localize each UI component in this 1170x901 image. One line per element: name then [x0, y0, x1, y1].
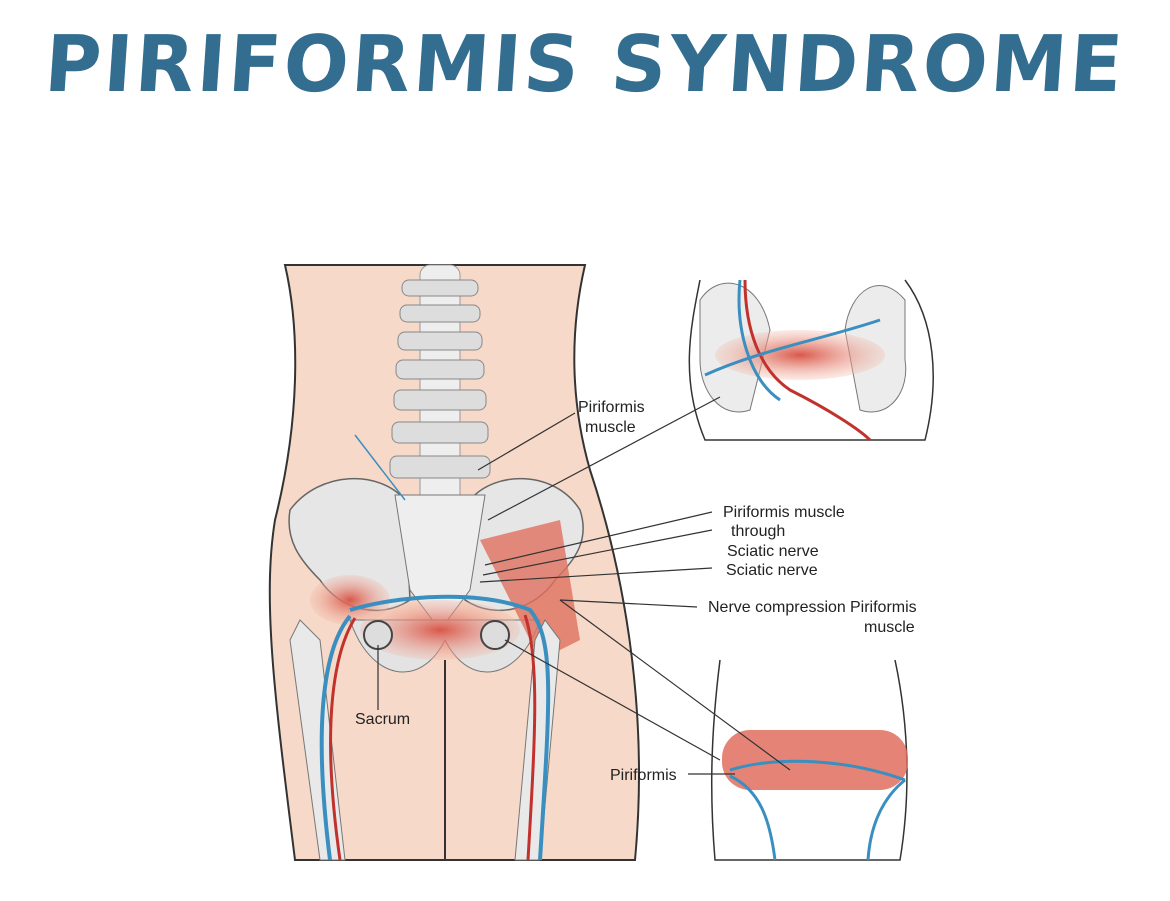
piriformis-muscle-inset — [722, 730, 908, 790]
spine — [389, 264, 491, 516]
inset-gluteal-bottom — [710, 659, 908, 861]
main-torso-figure — [268, 264, 640, 861]
piriformis-muscle-right — [480, 520, 580, 660]
label-piriformis-through: Piriformis muscle — [723, 504, 845, 521]
label-piriformis-through-line2: through — [731, 523, 785, 540]
pelvis — [288, 477, 584, 861]
label-piriformis-muscle-line2: muscle — [585, 419, 636, 436]
label-sacrum: Sacrum — [355, 711, 410, 728]
label-nerve-compression-muscle: muscle — [864, 619, 915, 636]
label-sciatic-nerve-2: Sciatic nerve — [726, 562, 818, 579]
label-nerve-compression-piriformis: Piriformis — [850, 599, 917, 616]
label-nerve-compression: Nerve compression — [708, 599, 846, 616]
inset-pelvis-top — [688, 279, 934, 442]
label-piriformis-bottom: Piriformis — [610, 767, 677, 784]
sciatic-nerves — [319, 434, 551, 861]
label-piriformis-muscle: Piriformis — [578, 399, 645, 416]
leader-lines — [377, 396, 791, 775]
label-sciatic-nerve-1: Sciatic nerve — [727, 543, 819, 560]
piriformis-muscle-main — [360, 600, 520, 660]
